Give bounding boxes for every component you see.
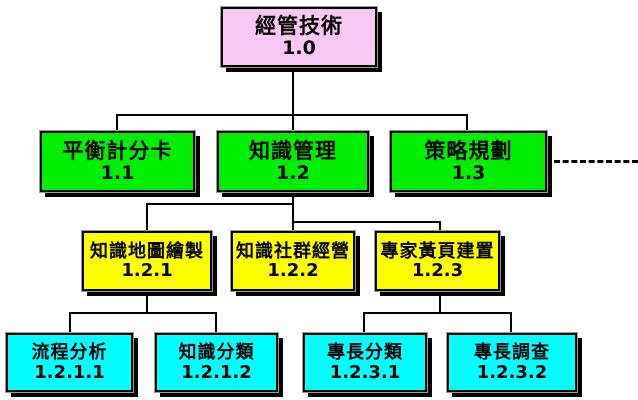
node-1-2-3-1: 專長分類 1.2.3.1 (303, 333, 427, 392)
node-1-1: 平衡計分卡 1.1 (40, 131, 195, 192)
node-1-1-code: 1.1 (100, 161, 135, 184)
node-1-2-3-1-label: 專長分類 (327, 342, 403, 364)
node-1-2-1: 知識地圖繪製 1.2.1 (82, 231, 212, 291)
connector-drop-1-2-3-1 (363, 312, 365, 333)
node-1-3: 策略規劃 1.3 (390, 131, 547, 192)
node-1-2-3-2-label: 專長調查 (474, 342, 550, 364)
node-1-2-1-2-label: 知識分類 (178, 342, 255, 364)
connector-1-2-1-bus (69, 312, 217, 314)
node-1-2-2-label: 知識社群經營 (236, 240, 350, 262)
node-1-2-1-1: 流程分析 1.2.1.1 (6, 333, 133, 392)
continuation-dashed-line (554, 160, 638, 163)
connector-1-2-trunk (292, 193, 294, 231)
node-1-2-code: 1.2 (276, 161, 310, 184)
node-1-2-label: 知識管理 (249, 137, 337, 163)
connector-drop-1-2-1 (146, 203, 148, 231)
node-1-3-label: 策略規劃 (424, 137, 513, 163)
node-1-2-1-1-code: 1.2.1.1 (34, 361, 105, 383)
connector-level2-bus (116, 114, 468, 116)
connector-drop-1-1 (116, 114, 118, 132)
connector-1-2-3-trunk (439, 291, 441, 314)
node-1-2-3: 專家黃頁建置 1.2.3 (375, 231, 500, 291)
node-1-0: 經管技術 1.0 (221, 7, 377, 67)
node-1-2-1-2: 知識分類 1.2.1.2 (155, 333, 278, 392)
connector-elbow-1-2-1 (146, 203, 294, 205)
node-1-2-2: 知識社群經營 1.2.2 (231, 231, 355, 291)
node-1-2-1-1-label: 流程分析 (31, 342, 108, 364)
connector-drop-1-2-3-2 (510, 312, 512, 333)
node-1-0-label: 經管技術 (255, 13, 343, 39)
connector-1-2-3-bus (363, 312, 512, 314)
node-1-2-3-1-code: 1.2.3.1 (329, 361, 401, 383)
node-1-2-3-2-code: 1.2.3.2 (476, 361, 548, 383)
connector-drop-1-2-1-2 (215, 312, 217, 333)
node-1-2-3-code: 1.2.3 (411, 260, 464, 281)
node-1-2-3-label: 專家黃頁建置 (380, 240, 495, 262)
node-1-2-1-label: 知識地圖繪製 (90, 240, 204, 262)
connector-elbow-1-2-3 (292, 221, 441, 223)
connector-drop-1-2-3 (439, 221, 441, 231)
connector-root-trunk (292, 67, 294, 132)
node-1-2-1-2-code: 1.2.1.2 (181, 361, 252, 383)
node-1-2-2-code: 1.2.2 (267, 260, 319, 281)
node-1-2-3-2: 專長調查 1.2.3.2 (447, 333, 577, 392)
node-1-2-1-code: 1.2.1 (121, 260, 173, 281)
node-1-3-code: 1.3 (451, 161, 486, 184)
connector-drop-1-2-1-1 (69, 312, 71, 333)
node-1-2: 知識管理 1.2 (217, 131, 369, 192)
connector-1-2-1-trunk (146, 291, 148, 314)
connector-drop-1-3 (466, 114, 468, 132)
node-1-0-code: 1.0 (282, 37, 316, 60)
node-1-1-label: 平衡計分卡 (62, 137, 173, 163)
